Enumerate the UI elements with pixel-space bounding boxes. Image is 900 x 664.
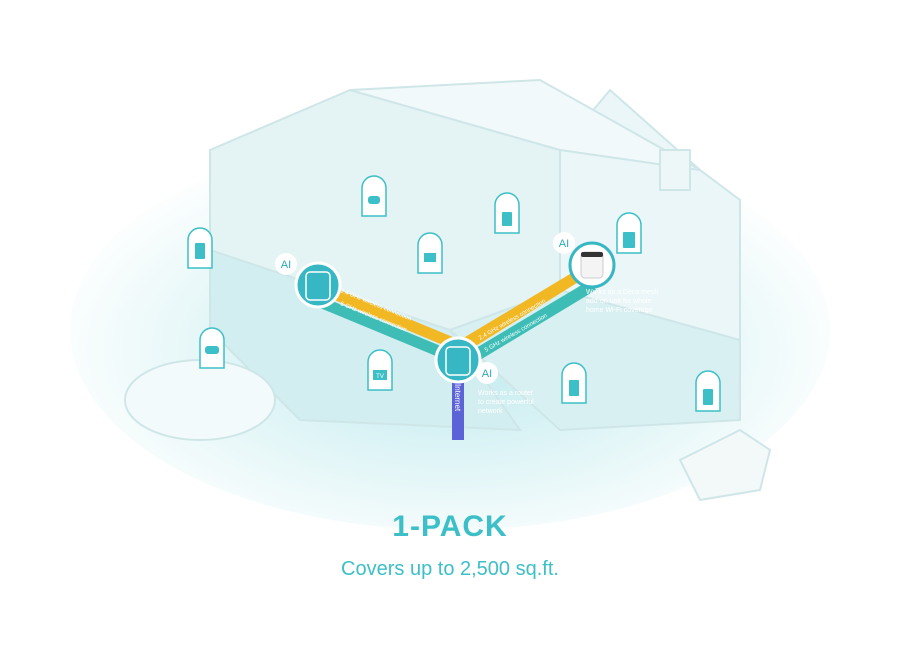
internet-label: Internet (453, 384, 462, 412)
main-unit-caption: Works as a router to create powerful net… (478, 390, 534, 415)
svg-text:AI: AI (281, 259, 291, 271)
svg-text:add-on unit for whole: add-on unit for whole (586, 298, 651, 305)
pack-label: 1-PACK (392, 510, 508, 543)
svg-text:Works as a Deco mesh: Works as a Deco mesh (586, 289, 658, 296)
house (124, 78, 772, 502)
coverage-text: Covers up to 2,500 sq.ft. (341, 558, 559, 580)
svg-text:Works as a router: Works as a router (478, 390, 534, 397)
ai-badge: AI AI AI (275, 232, 575, 384)
deco-unit-left (294, 261, 342, 309)
svg-text:to create powerful: to create powerful (478, 399, 534, 406)
svg-text:home Wi-Fi coverage: home Wi-Fi coverage (586, 307, 653, 314)
internet-line (452, 380, 464, 440)
svg-text:AI: AI (559, 238, 569, 250)
deco-unit-right (568, 241, 616, 289)
addon-unit-caption: Works as a Deco mesh add-on unit for who… (586, 289, 658, 314)
deco-unit-main (434, 336, 482, 384)
tv-label: TV (376, 374, 384, 380)
svg-text:AI: AI (482, 368, 492, 380)
svg-text:network: network (478, 408, 503, 415)
